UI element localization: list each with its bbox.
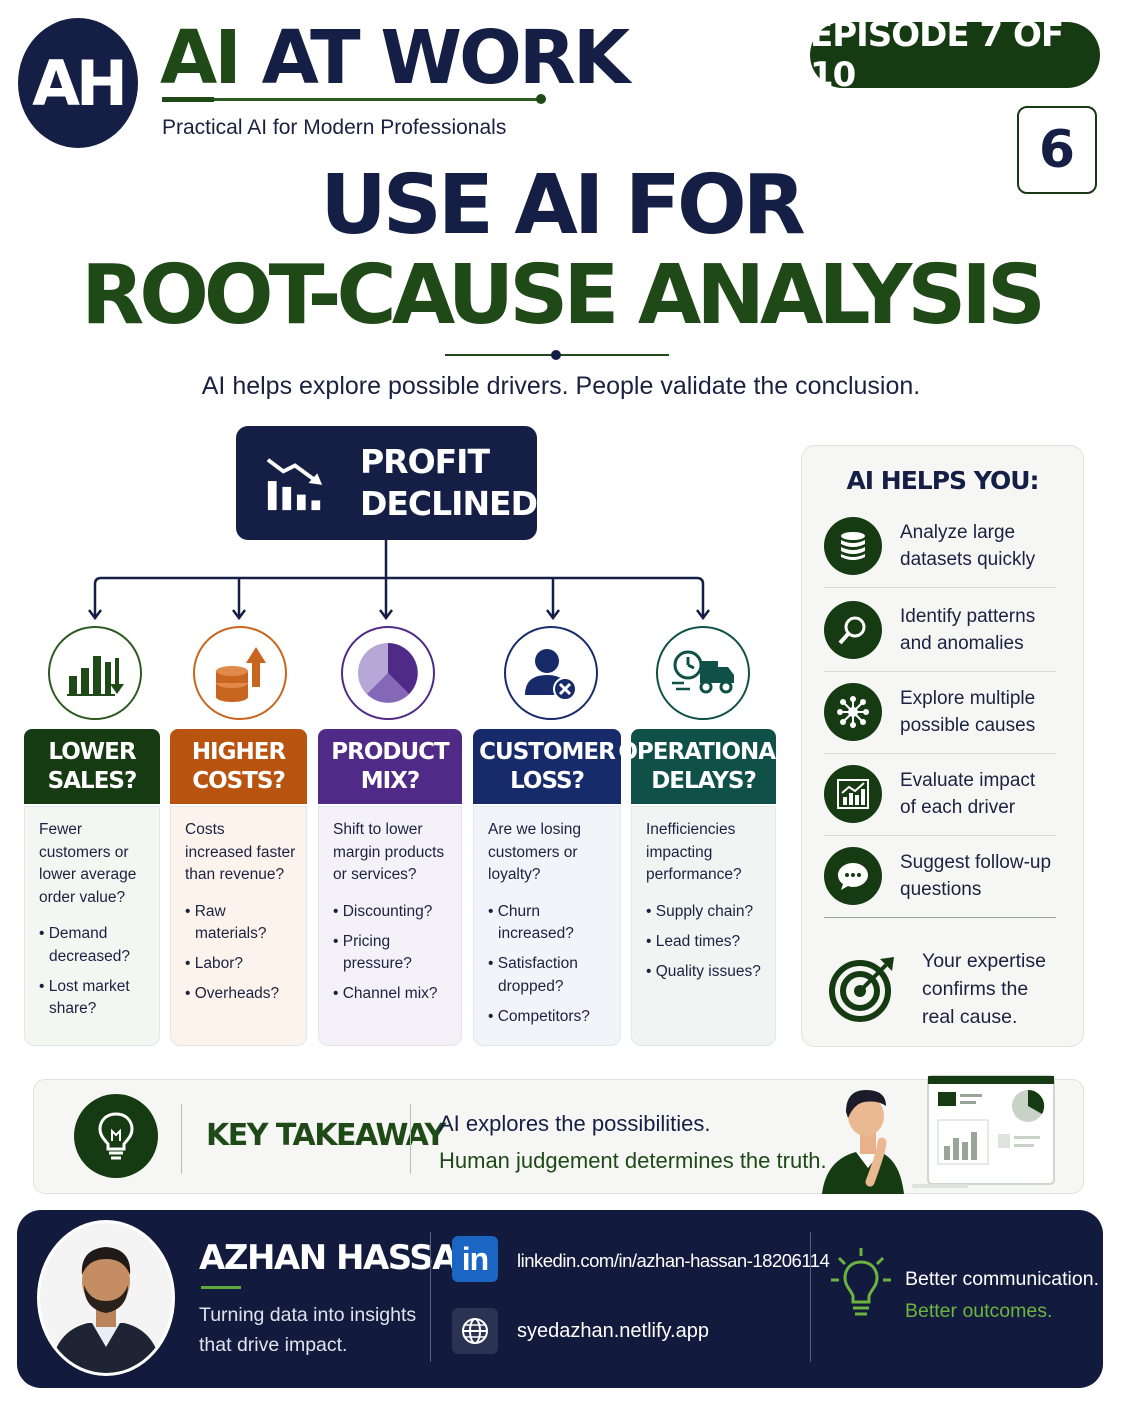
cause-question: Costs increased faster than revenue?	[185, 821, 296, 883]
lightbulb-idea-icon	[831, 1248, 891, 1316]
ai-helps-final: Your expertise confirms the real cause.	[828, 944, 1068, 1034]
target-icon	[829, 957, 894, 1022]
takeaway-line2: Human judgement determines the truth.	[439, 1148, 827, 1173]
cause-bullet: • Pricing pressure?	[333, 932, 412, 973]
trend-down-bars-icon	[266, 458, 323, 511]
brand-underline	[162, 94, 546, 104]
page-title-line2: ROOT-CAUSE ANALYSIS	[81, 248, 1046, 343]
brand-title-rest: AT WORK	[261, 15, 631, 101]
cause-bullet: • Supply chain?	[646, 902, 754, 920]
analyst-dashboard-illustration	[822, 1075, 1055, 1194]
takeaway-divider	[410, 1104, 411, 1174]
author-avatar	[37, 1220, 175, 1376]
footer-divider	[430, 1232, 431, 1362]
brand-tagline: Practical AI for Modern Professionals	[162, 116, 507, 139]
brand-logo: AH	[18, 18, 138, 148]
cause-bullet: • Lost market share?	[39, 977, 130, 1018]
brand-title: AI AT WORK	[160, 15, 631, 101]
cause-bullet: • Lead times?	[646, 932, 741, 950]
key-takeaway-banner: KEY TAKEAWAY AI explores the possibiliti…	[33, 1075, 1084, 1194]
linkedin-icon[interactable]: in	[452, 1236, 498, 1282]
author-tagline: Turning data into insights that drive im…	[199, 1304, 417, 1356]
episode-badge: EPISODE 7 OF 10	[810, 15, 1100, 95]
cause-bullet: • Labor?	[185, 955, 243, 972]
globe-icon[interactable]	[452, 1308, 498, 1354]
website-link[interactable]: syedazhan.netlify.app	[517, 1320, 709, 1342]
cause-bullet: • Quality issues?	[646, 962, 761, 980]
cause-bullet: • Channel mix?	[333, 985, 438, 1002]
coins-up-icon	[193, 626, 287, 720]
takeaway-label: KEY TAKEAWAY	[206, 1118, 446, 1153]
database-icon	[824, 516, 882, 575]
brand-title-prefix: AI	[160, 15, 242, 101]
cause-bullet: • Competitors?	[488, 1007, 590, 1025]
author-name-underline	[201, 1286, 241, 1289]
growth-chart-icon	[824, 764, 882, 823]
cause-question: Shift to lower margin products or servic…	[333, 821, 445, 883]
ai-helps-title: AI HELPS YOU:	[846, 466, 1039, 495]
footer-divider	[810, 1232, 811, 1362]
cause-card-customer-loss: Are we losing customers or loyalty? • Ch…	[473, 806, 621, 1046]
page-number: 6	[1017, 106, 1097, 194]
root-problem-box: PROFIT DECLINED	[236, 426, 538, 540]
cause-card-higher-costs: Costs increased faster than revenue? • R…	[170, 806, 307, 1046]
footer-slogan-line2: Better outcomes.	[905, 1300, 1053, 1322]
cause-bullet: • Satisfaction dropped?	[488, 955, 578, 995]
root-line2: DECLINED	[359, 484, 538, 523]
cause-question: Inefficiencies impacting performance?	[646, 821, 742, 883]
magnifier-icon	[824, 600, 882, 659]
pie-chart-icon	[341, 626, 435, 720]
takeaway-line1: AI explores the possibilities.	[439, 1111, 711, 1136]
user-remove-icon	[504, 626, 598, 720]
cause-question: Fewer customers or lower average order v…	[39, 821, 137, 906]
cause-bullet: • Overheads?	[185, 985, 280, 1002]
page-subtitle: AI helps explore possible drivers. Peopl…	[201, 372, 921, 400]
footer-slogan-line1: Better communication.	[905, 1268, 1100, 1290]
cause-connectors	[88, 540, 710, 621]
linkedin-link[interactable]: linkedin.com/in/azhan-hassan-18206114	[517, 1250, 830, 1271]
cause-bullet: • Demand decreased?	[39, 925, 131, 965]
takeaway-divider	[181, 1104, 182, 1174]
cause-card-lower-sales: Fewer customers or lower average order v…	[24, 806, 160, 1046]
author-footer: AZHAN HASSAN Turning data into insights …	[17, 1210, 1103, 1388]
title-divider	[445, 350, 669, 360]
cause-bullet: • Discounting?	[333, 902, 433, 920]
lightbulb-icon	[74, 1094, 158, 1178]
chat-bubble-icon	[824, 846, 882, 905]
delivery-truck-clock-icon	[656, 626, 750, 720]
root-line1: PROFIT	[359, 442, 490, 481]
bar-chart-down-icon	[48, 626, 142, 720]
page-title-line1: USE AI FOR	[320, 158, 806, 253]
author-name: AZHAN HASSAN	[199, 1238, 486, 1278]
cause-bullet: • Raw materials?	[185, 902, 267, 943]
network-icon	[824, 682, 882, 741]
cause-card-product-mix: Shift to lower margin products or servic…	[318, 806, 462, 1046]
cause-bullet: • Churn increased?	[488, 902, 574, 943]
cause-card-operational-delays: Inefficiencies impacting performance? • …	[631, 806, 776, 1046]
cause-question: Are we losing customers or loyalty?	[488, 821, 582, 883]
